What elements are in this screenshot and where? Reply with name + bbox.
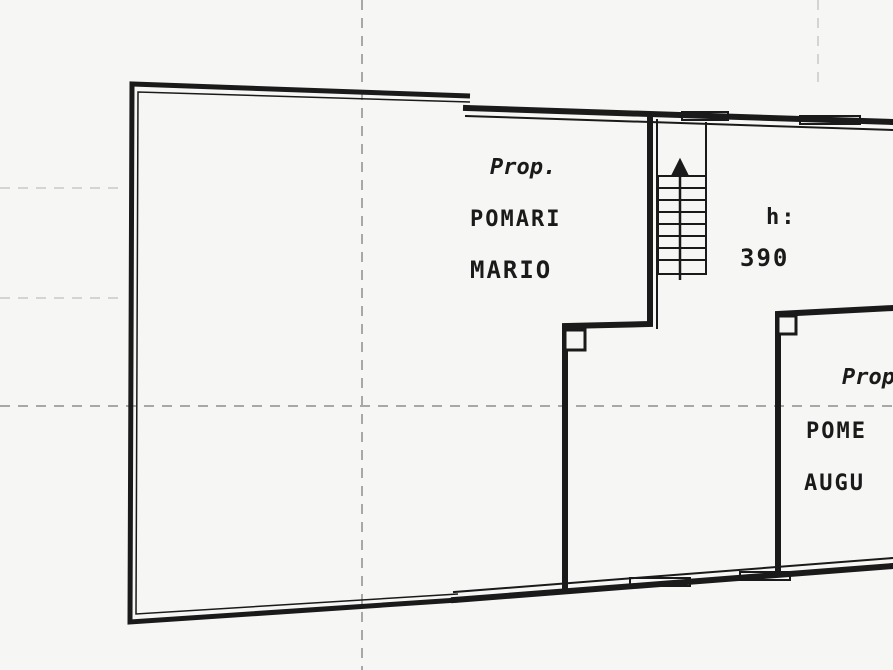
owner-right-name: AUGU [804, 471, 865, 496]
left-courtyard [127, 81, 471, 625]
owner-left-name: MARIO [470, 256, 552, 284]
top-wall-outer [462, 104, 893, 126]
window [739, 571, 791, 581]
owner-right-prefix: Prop [842, 365, 893, 390]
room-labels: Prop. POMARI MARIO h: 390 Prop POME AUGU [470, 155, 893, 496]
columns [563, 314, 798, 352]
bottom-wall-inner [452, 556, 893, 594]
top-wall-inner [464, 114, 893, 132]
stair-room-height-value: 390 [740, 244, 789, 272]
stair-room-height-prefix: h: [766, 205, 797, 230]
column [776, 314, 798, 336]
stair-direction-arrow-icon [670, 157, 690, 177]
column [563, 328, 587, 352]
owner-left-surname: POMARI [470, 207, 561, 232]
owner-left-prefix: Prop. [490, 155, 556, 180]
owner-right-surname: POME [806, 419, 867, 444]
courtyard-outline-inner [135, 91, 471, 615]
staircase [657, 122, 707, 280]
window [681, 111, 729, 121]
bottom-wall-outer [450, 562, 893, 604]
courtyard-outline [127, 81, 471, 625]
building-walls [450, 104, 893, 604]
room-left-wall [562, 115, 653, 589]
windows [629, 111, 861, 587]
room-right-wall [775, 304, 893, 577]
window [629, 577, 691, 587]
window [799, 115, 861, 125]
